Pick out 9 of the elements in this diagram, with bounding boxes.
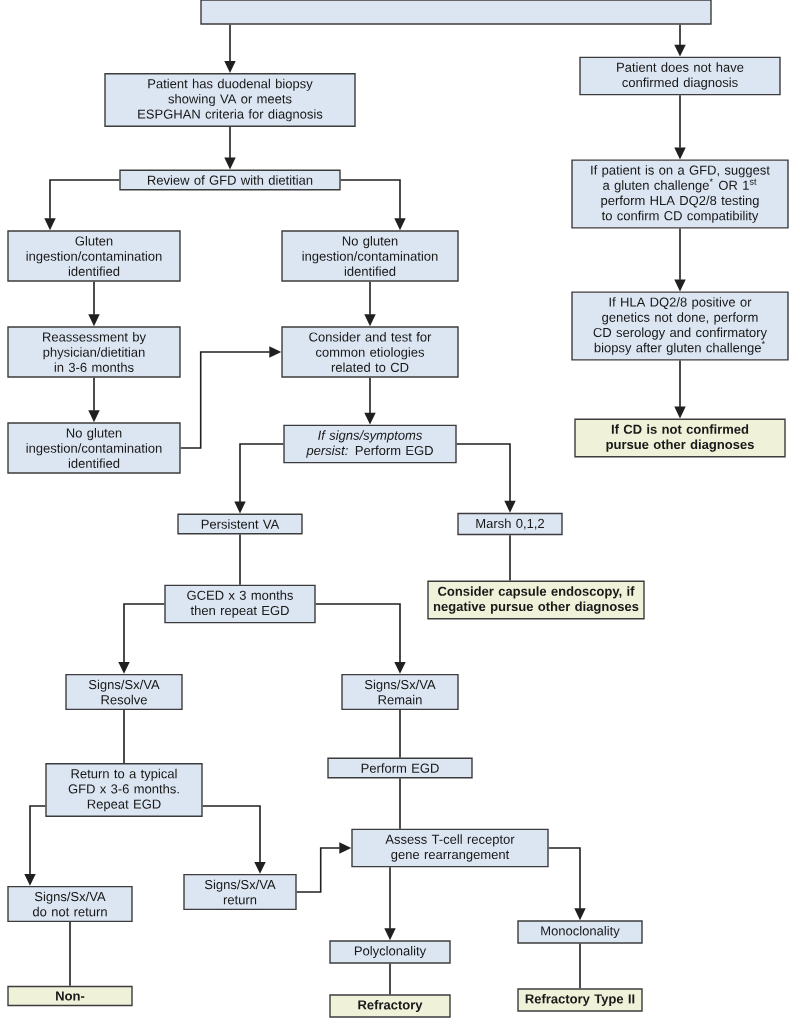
connector-line [239, 533, 241, 586]
connector-line [579, 942, 581, 990]
connector-line [399, 777, 401, 830]
process-box [200, 0, 712, 25]
connector-line [123, 709, 125, 764]
connector-line [389, 962, 391, 996]
connector-line [69, 921, 71, 987]
connector-line [399, 709, 401, 759]
connector-line [509, 534, 511, 582]
